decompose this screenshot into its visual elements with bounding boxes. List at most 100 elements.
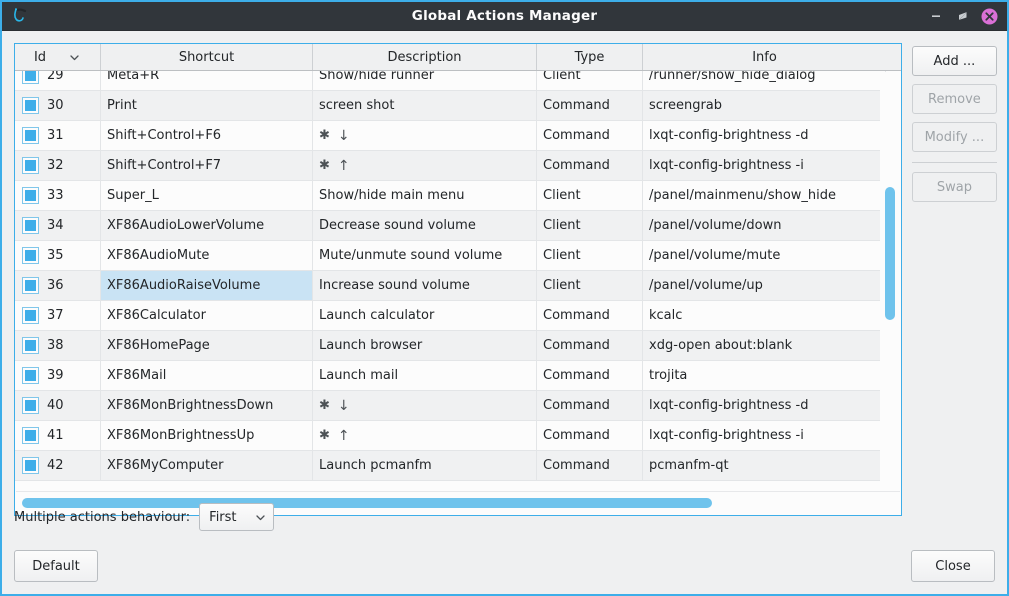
cell-description[interactable]: ✱ ↑	[313, 151, 537, 180]
cell-shortcut[interactable]: Print	[101, 91, 313, 120]
cell-id[interactable]: 31	[15, 121, 101, 150]
cell-id[interactable]: 34	[15, 211, 101, 240]
cell-type[interactable]: Command	[537, 121, 643, 150]
table-row[interactable]: 32 Shift+Control+F7 ✱ ↑ Command lxqt-con…	[15, 151, 886, 181]
cell-description[interactable]: ✱ ↑	[313, 421, 537, 450]
cell-shortcut[interactable]: XF86MyComputer	[101, 451, 313, 480]
maximize-restore-icon[interactable]	[954, 8, 971, 25]
cell-type[interactable]: Command	[537, 331, 643, 360]
cell-info[interactable]: pcmanfm-qt	[643, 451, 886, 480]
cell-type[interactable]: Command	[537, 91, 643, 120]
swap-button[interactable]: Swap	[911, 172, 997, 202]
cell-type[interactable]: Command	[537, 361, 643, 390]
cell-description[interactable]: Launch calculator	[313, 301, 537, 330]
cell-description[interactable]: Launch mail	[313, 361, 537, 390]
table-row[interactable]: 36 XF86AudioRaiseVolume Increase sound v…	[15, 271, 886, 301]
cell-info[interactable]: kcalc	[643, 301, 886, 330]
cell-id[interactable]: 41	[15, 421, 101, 450]
cell-info[interactable]: trojita	[643, 361, 886, 390]
cell-shortcut[interactable]: Shift+Control+F7	[101, 151, 313, 180]
cell-shortcut[interactable]: XF86AudioMute	[101, 241, 313, 270]
cell-description[interactable]: Show/hide runner	[313, 71, 537, 90]
column-header-info[interactable]: Info	[643, 44, 886, 70]
table-row[interactable]: 29 Meta+R Show/hide runner Client /runne…	[15, 71, 886, 91]
cell-description[interactable]: Decrease sound volume	[313, 211, 537, 240]
cell-id[interactable]: 33	[15, 181, 101, 210]
column-header-id[interactable]: Id	[15, 44, 101, 70]
cell-shortcut[interactable]: XF86MonBrightnessUp	[101, 421, 313, 450]
table-row[interactable]: 33 Super_L Show/hide main menu Client /p…	[15, 181, 886, 211]
cell-shortcut[interactable]: XF86Calculator	[101, 301, 313, 330]
cell-id[interactable]: 30	[15, 91, 101, 120]
close-icon[interactable]	[981, 8, 998, 25]
close-button[interactable]: Close	[911, 550, 995, 582]
cell-id[interactable]: 32	[15, 151, 101, 180]
cell-type[interactable]: Client	[537, 71, 643, 90]
cell-info[interactable]: screengrab	[643, 91, 886, 120]
cell-id[interactable]: 42	[15, 451, 101, 480]
column-header-shortcut[interactable]: Shortcut	[101, 44, 313, 70]
table-row[interactable]: 31 Shift+Control+F6 ✱ ↓ Command lxqt-con…	[15, 121, 886, 151]
cell-id[interactable]: 36	[15, 271, 101, 300]
default-button[interactable]: Default	[14, 550, 98, 582]
cell-info[interactable]: lxqt-config-brightness -i	[643, 151, 886, 180]
table-row[interactable]: 38 XF86HomePage Launch browser Command x…	[15, 331, 886, 361]
titlebar[interactable]: Global Actions Manager	[2, 2, 1007, 31]
cell-description[interactable]: Launch browser	[313, 331, 537, 360]
table-row[interactable]: 35 XF86AudioMute Mute/unmute sound volum…	[15, 241, 886, 271]
cell-id[interactable]: 40	[15, 391, 101, 420]
cell-shortcut-selected[interactable]: XF86AudioRaiseVolume	[101, 271, 313, 300]
remove-button[interactable]: Remove	[911, 84, 997, 114]
cell-type[interactable]: Client	[537, 211, 643, 240]
table-row[interactable]: 37 XF86Calculator Launch calculator Comm…	[15, 301, 886, 331]
modify-button[interactable]: Modify ...	[911, 122, 997, 152]
cell-id[interactable]: 37	[15, 301, 101, 330]
cell-type[interactable]: Command	[537, 151, 643, 180]
table-row[interactable]: 34 XF86AudioLowerVolume Decrease sound v…	[15, 211, 886, 241]
vertical-scrollbar-thumb[interactable]	[884, 187, 895, 320]
table-row[interactable]: 39 XF86Mail Launch mail Command trojita	[15, 361, 886, 391]
cell-description[interactable]: Show/hide main menu	[313, 181, 537, 210]
cell-type[interactable]: Client	[537, 241, 643, 270]
add-button[interactable]: Add ...	[911, 46, 997, 76]
cell-shortcut[interactable]: XF86Mail	[101, 361, 313, 390]
cell-info[interactable]: lxqt-config-brightness -d	[643, 391, 886, 420]
cell-shortcut[interactable]: XF86MonBrightnessDown	[101, 391, 313, 420]
cell-description[interactable]: ✱ ↓	[313, 121, 537, 150]
table-row[interactable]: 30 Print screen shot Command screengrab	[15, 91, 886, 121]
cell-type[interactable]: Client	[537, 271, 643, 300]
cell-id[interactable]: 39	[15, 361, 101, 390]
cell-info[interactable]: /panel/volume/down	[643, 211, 886, 240]
column-header-description[interactable]: Description	[313, 44, 537, 70]
cell-id[interactable]: 35	[15, 241, 101, 270]
horizontal-scrollbar-thumb[interactable]	[22, 498, 712, 508]
cell-type[interactable]: Command	[537, 301, 643, 330]
cell-shortcut[interactable]: XF86HomePage	[101, 331, 313, 360]
minimize-icon[interactable]	[927, 8, 944, 25]
cell-shortcut[interactable]: Super_L	[101, 181, 313, 210]
shortcuts-table[interactable]: Id Shortcut Description T	[14, 43, 902, 516]
cell-id[interactable]: 29	[15, 71, 101, 90]
cell-info[interactable]: /panel/volume/mute	[643, 241, 886, 270]
cell-description[interactable]: Increase sound volume	[313, 271, 537, 300]
cell-type[interactable]: Command	[537, 391, 643, 420]
cell-shortcut[interactable]: Shift+Control+F6	[101, 121, 313, 150]
cell-description[interactable]: screen shot	[313, 91, 537, 120]
vertical-scrollbar[interactable]	[879, 72, 900, 489]
cell-type[interactable]: Command	[537, 421, 643, 450]
cell-shortcut[interactable]: XF86AudioLowerVolume	[101, 211, 313, 240]
table-row[interactable]: 42 XF86MyComputer Launch pcmanfm Command…	[15, 451, 886, 481]
table-row[interactable]: 40 XF86MonBrightnessDown ✱ ↓ Command lxq…	[15, 391, 886, 421]
cell-shortcut[interactable]: Meta+R	[101, 71, 313, 90]
cell-type[interactable]: Client	[537, 181, 643, 210]
column-header-type[interactable]: Type	[537, 44, 643, 70]
cell-description[interactable]: Mute/unmute sound volume	[313, 241, 537, 270]
table-row[interactable]: 41 XF86MonBrightnessUp ✱ ↑ Command lxqt-…	[15, 421, 886, 451]
cell-id[interactable]: 38	[15, 331, 101, 360]
cell-description[interactable]: ✱ ↓	[313, 391, 537, 420]
cell-info[interactable]: /panel/volume/up	[643, 271, 886, 300]
cell-info[interactable]: /runner/show_hide_dialog	[643, 71, 886, 90]
multiple-actions-behaviour-select[interactable]: First	[199, 503, 275, 531]
cell-type[interactable]: Command	[537, 451, 643, 480]
cell-info[interactable]: lxqt-config-brightness -d	[643, 121, 886, 150]
